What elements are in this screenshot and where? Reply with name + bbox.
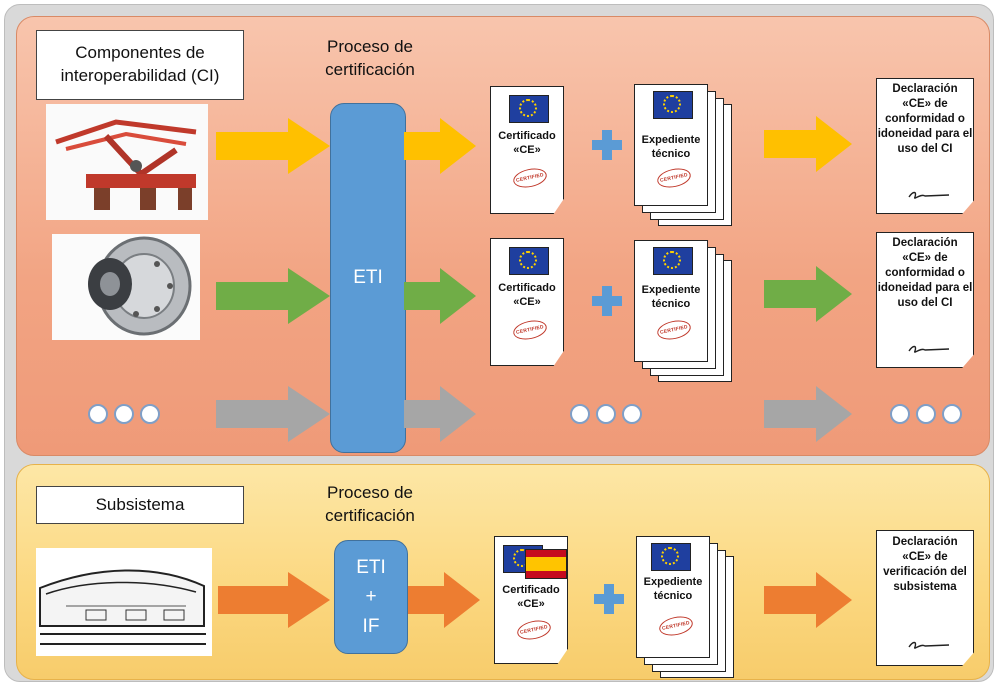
certified-stamp-icon: CERTIFIED	[511, 165, 549, 191]
yellow-arrow-1	[216, 118, 330, 174]
certified-stamp-icon: CERTIFIED	[511, 317, 549, 343]
subsystem-title-text: Subsistema	[95, 494, 185, 514]
eu-flag-icon	[653, 247, 693, 275]
gray-arrow-1	[216, 386, 330, 442]
signature-icon	[908, 345, 950, 353]
eu-flag-icon	[651, 543, 691, 571]
certified-stamp-icon: CERTIFIED	[655, 165, 693, 191]
gray-arrow-3	[764, 386, 852, 442]
ce-declaration-2: Declaración «CE» de conformidad o idonei…	[876, 232, 974, 368]
ce-declaration-subsystem: Declaración «CE» de verificación del sub…	[876, 530, 974, 666]
technical-file-label: Expediente técnico	[641, 284, 701, 311]
gray-arrow-2	[404, 386, 476, 442]
certified-stamp-icon: CERTIFIED	[657, 613, 695, 639]
plus-icon	[592, 286, 622, 316]
declaration-label: Declaración «CE» de verificación del sub…	[883, 536, 967, 593]
train-image	[36, 548, 212, 656]
green-arrow-1	[216, 268, 330, 324]
eti-if-process-box: ETI + IF	[334, 540, 408, 654]
eu-flag-icon	[653, 91, 693, 119]
technical-file-stack-1: Expediente técnico CERTIFIED	[634, 84, 744, 226]
green-arrow-3	[764, 266, 852, 322]
eu-flag-icon	[509, 247, 549, 275]
ce-certificate-subsystem: Certificado «CE» CERTIFIED	[494, 536, 568, 664]
signature-icon	[908, 641, 950, 649]
spain-flag-icon	[525, 549, 567, 579]
components-title-text: Componentes de interoperabilidad (CI)	[60, 43, 220, 85]
plus-label: +	[365, 586, 377, 608]
ce-certificate-label: Certificado «CE»	[498, 282, 556, 309]
wheel-image	[52, 234, 200, 340]
ellipsis-dots-icon	[570, 404, 642, 424]
ce-certificate-label: Certificado «CE»	[502, 584, 560, 611]
eu-flag-icon	[509, 95, 549, 123]
components-title: Componentes de interoperabilidad (CI)	[36, 30, 244, 100]
technical-file-stack-2: Expediente técnico CERTIFIED	[634, 240, 744, 382]
signature-icon	[908, 191, 950, 199]
yellow-arrow-2	[404, 118, 476, 174]
yellow-arrow-3	[764, 116, 852, 172]
certified-stamp-icon: CERTIFIED	[655, 317, 693, 343]
declaration-label: Declaración «CE» de conformidad o idonei…	[877, 83, 973, 155]
technical-file-label: Expediente técnico	[641, 134, 701, 161]
technical-file-stack-subsystem: Expediente técnico CERTIFIED	[636, 536, 746, 678]
plus-icon	[594, 584, 624, 614]
process-title-bottom: Proceso de certificación	[325, 483, 415, 525]
ellipsis-dots-icon	[890, 404, 962, 424]
orange-arrow-3	[764, 572, 852, 628]
eti-label: ETI	[353, 267, 383, 288]
certified-stamp-icon: CERTIFIED	[515, 617, 553, 643]
if-label: IF	[362, 615, 380, 637]
ce-certificate-label: Certificado «CE»	[498, 130, 556, 157]
plus-icon	[592, 130, 622, 160]
orange-arrow-1	[218, 572, 330, 628]
subsystem-title: Subsistema	[36, 486, 244, 524]
process-title-top: Proceso de certificación	[325, 37, 415, 79]
ce-certificate-2: Certificado «CE» CERTIFIED	[490, 238, 564, 366]
eti-label: ETI	[356, 556, 386, 578]
ce-declaration-1: Declaración «CE» de conformidad o idonei…	[876, 78, 974, 214]
pantograph-image	[46, 104, 208, 220]
eti-process-column: ETI	[330, 103, 406, 453]
technical-file-label: Expediente técnico	[643, 576, 703, 603]
green-arrow-2	[404, 268, 476, 324]
declaration-label: Declaración «CE» de conformidad o idonei…	[877, 237, 973, 309]
ce-certificate-1: Certificado «CE» CERTIFIED	[490, 86, 564, 214]
ellipsis-dots-icon	[88, 404, 160, 424]
orange-arrow-2	[408, 572, 480, 628]
